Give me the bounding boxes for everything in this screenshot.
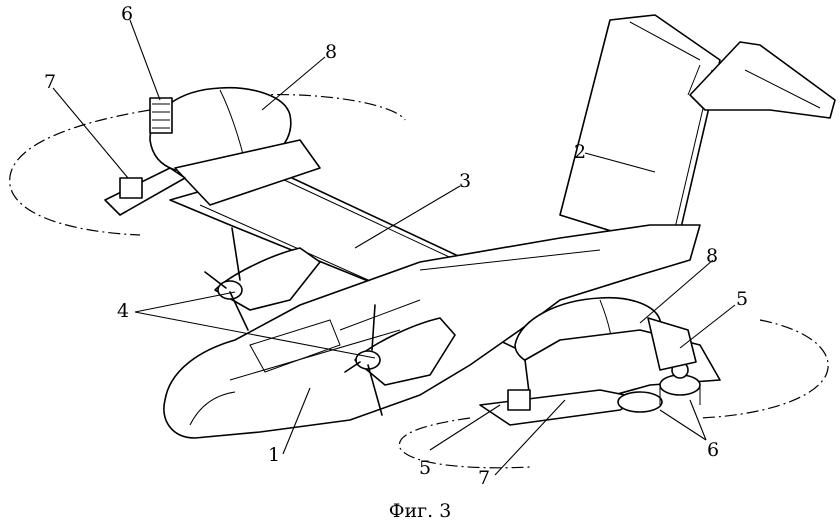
callout-wing: 3 bbox=[459, 170, 471, 192]
callout-arm-lower: 5 bbox=[419, 457, 431, 479]
callout-tail: 2 bbox=[574, 141, 586, 163]
callout-fuselage: 1 bbox=[268, 444, 280, 466]
callout-fairing-left: 8 bbox=[325, 41, 337, 63]
leader-lines bbox=[52, 19, 736, 476]
right-rotor-hub bbox=[617, 361, 701, 413]
horizontal-stabilizer bbox=[689, 41, 836, 119]
vertical-tail bbox=[559, 14, 721, 241]
right-arm bbox=[647, 317, 697, 371]
callout-fairing-right: 8 bbox=[706, 245, 718, 267]
left-boom bbox=[104, 167, 186, 216]
left-rotor-hub bbox=[149, 97, 173, 134]
callout-arm-right: 5 bbox=[736, 288, 748, 310]
right-boom bbox=[479, 389, 641, 426]
engine-nacelle-lower bbox=[344, 304, 456, 416]
left-tip-fairing bbox=[149, 86, 321, 206]
callout-boom-left: 7 bbox=[44, 71, 56, 93]
callout-rotor-right: 6 bbox=[707, 439, 719, 461]
callout-rotor-left: 6 bbox=[121, 3, 133, 25]
figure-caption: Фиг. 3 bbox=[388, 500, 452, 522]
callout-boom-right: 7 bbox=[478, 467, 490, 489]
callout-propellers: 4 bbox=[117, 300, 129, 322]
rotor-disk-right bbox=[398, 319, 829, 469]
